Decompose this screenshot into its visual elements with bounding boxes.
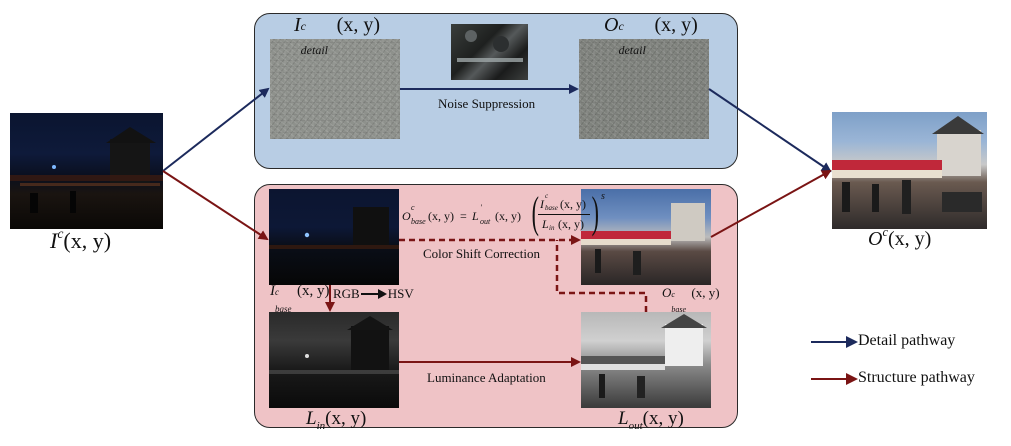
color-shift-correction-label: Color Shift Correction	[423, 246, 540, 261]
rgb-hsv-label: RGB HSV	[333, 286, 414, 301]
input-image	[10, 113, 163, 229]
legend-detail-label: Detail pathway	[858, 332, 956, 349]
output-image	[832, 112, 987, 229]
input-to-detail-arrow	[162, 87, 270, 172]
lout-image	[581, 312, 711, 408]
luminance-adaptation-label: Luminance Adaptation	[427, 370, 546, 385]
lout-label: Lout(x, y)	[618, 408, 684, 432]
lin-image	[269, 312, 399, 408]
detail-output-image	[579, 39, 709, 139]
lout-dashed-connector	[555, 240, 648, 312]
detail-input-image	[270, 39, 400, 139]
structure-legend-arrow-icon	[811, 373, 858, 385]
legend-structure-label: Structure pathway	[858, 369, 975, 386]
lin-label: Lin(x, y)	[306, 408, 367, 432]
input-label: Ic(x, y)	[50, 226, 112, 253]
noise-zoom-image	[451, 24, 528, 80]
base-layer-image	[269, 189, 399, 285]
obase-image	[581, 189, 711, 285]
input-to-base-arrow	[162, 170, 269, 241]
arrow-right-icon	[360, 289, 387, 299]
output-label: Oc(x, y)	[868, 225, 932, 250]
noise-suppression-label: Noise Suppression	[438, 96, 536, 111]
detail-legend-arrow-icon	[811, 336, 858, 348]
detail-to-output-arrow	[708, 88, 832, 173]
obase-to-output-arrow	[710, 170, 832, 238]
